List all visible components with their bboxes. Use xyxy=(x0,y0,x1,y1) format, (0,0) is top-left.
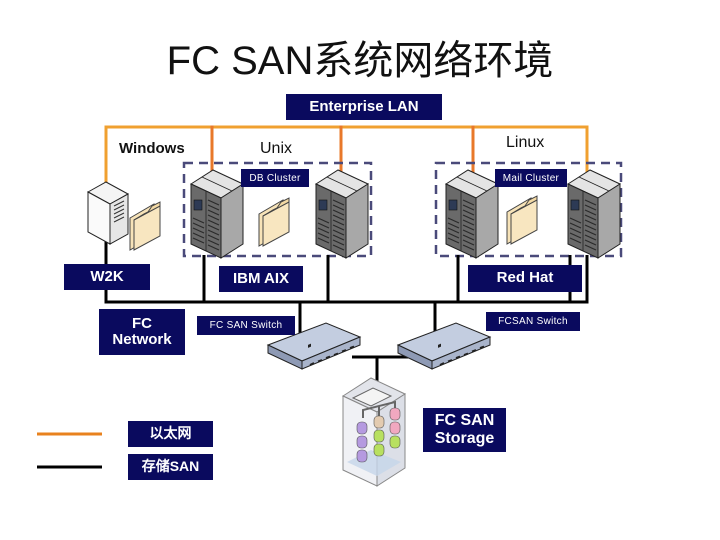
windows-label: Windows xyxy=(119,140,185,157)
fc-network-line2: Network xyxy=(112,331,172,348)
legend-ethernet-label: 以太网 xyxy=(128,421,213,447)
ibm-aix-label: IBM AIX xyxy=(219,266,303,292)
linux-label: Linux xyxy=(506,134,545,151)
storage-line1: FC SAN xyxy=(434,412,495,430)
fc-network-label: FC Network xyxy=(99,309,185,355)
db-folder-icon xyxy=(258,197,290,247)
db-cluster-label: DB Cluster xyxy=(241,169,309,187)
storage-array-icon xyxy=(341,377,407,487)
legend-san-label: 存储SAN xyxy=(128,454,213,480)
w2k-label: W2K xyxy=(64,264,150,290)
windows-folder-icon xyxy=(129,201,161,251)
mail-cluster-box xyxy=(434,161,623,258)
fc-san-storage-label: FC SAN Storage xyxy=(423,408,506,452)
fc-switch-right-icon xyxy=(397,322,491,370)
mail-server-1-icon xyxy=(445,169,499,259)
enterprise-lan-label: Enterprise LAN xyxy=(286,94,442,120)
lan-bus xyxy=(104,125,589,190)
page-title: FC SAN系统网络环境 xyxy=(166,39,554,83)
mail-server-2-icon xyxy=(567,169,621,259)
db-cluster-box xyxy=(182,161,373,258)
storage-line2: Storage xyxy=(434,430,495,447)
fc-switch-right-label: FCSAN Switch xyxy=(486,312,580,331)
red-hat-label: Red Hat xyxy=(468,265,582,292)
unix-label: Unix xyxy=(260,140,293,157)
fc-switch-left-label: FC SAN Switch xyxy=(197,316,295,335)
db-server-1-icon xyxy=(190,169,244,259)
fc-network-line1: FC xyxy=(132,314,152,332)
db-server-2-icon xyxy=(315,169,369,259)
mail-cluster-label: Mail Cluster xyxy=(495,169,567,187)
mail-folder-icon xyxy=(506,195,538,245)
windows-server-icon xyxy=(86,181,130,245)
